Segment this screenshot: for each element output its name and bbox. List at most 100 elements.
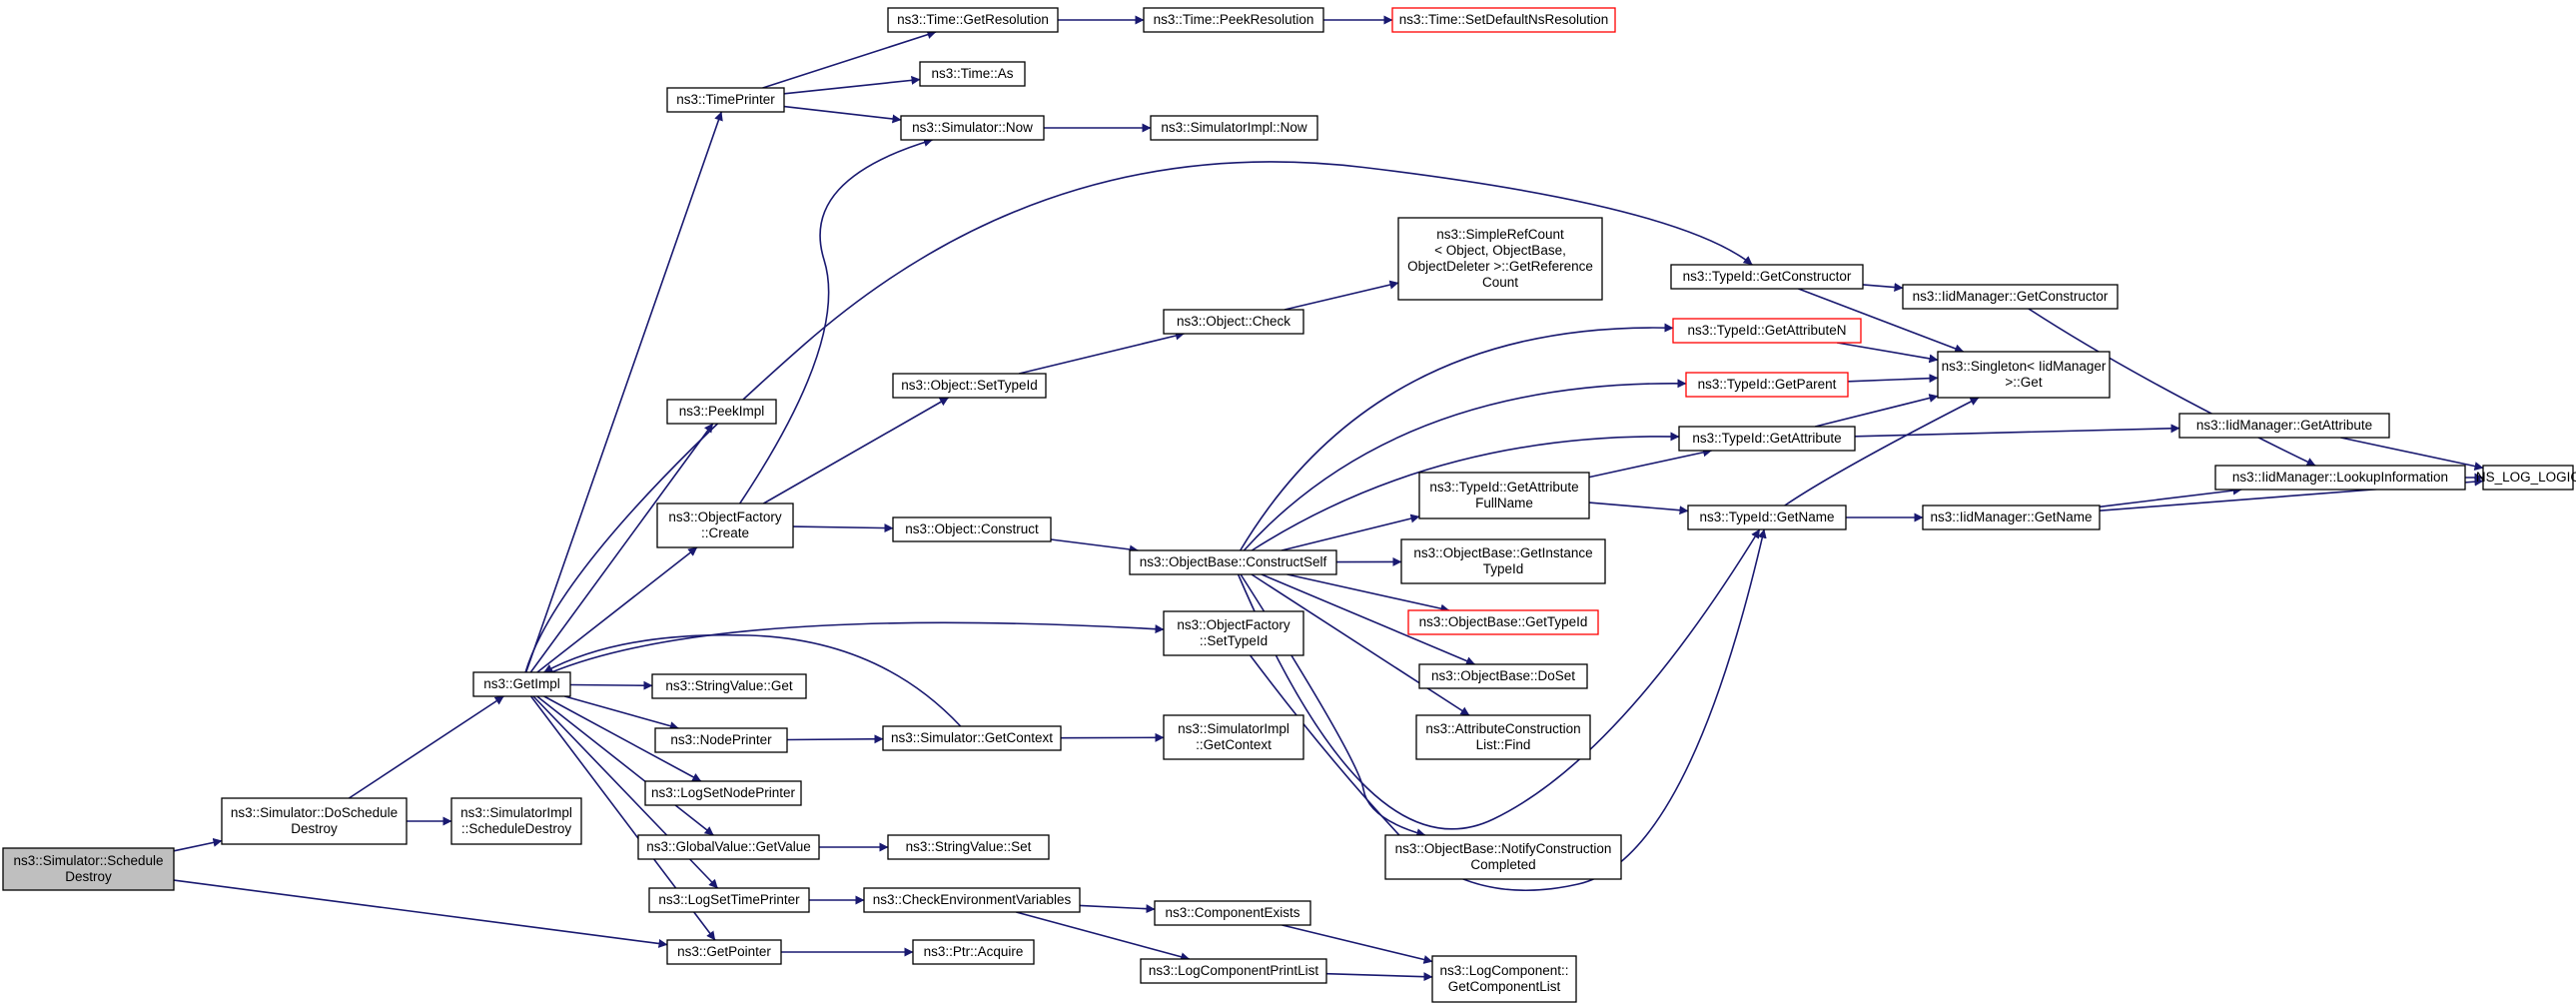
node-implsched[interactable]: ns3::SimulatorImpl::ScheduleDestroy (450, 797, 582, 845)
node-logsetnode[interactable]: ns3::LogSetNodePrinter (644, 780, 802, 806)
node-box (1431, 955, 1577, 1003)
node-box (1163, 309, 1304, 335)
node-box (666, 939, 782, 965)
node-label-line: ns3::LogComponent:: (1439, 963, 1568, 978)
node-label-line: FullName (1475, 496, 1533, 510)
node-tgetname[interactable]: ns3::TypeId::GetName (1687, 504, 1847, 530)
node-logprintlist[interactable]: ns3::LogComponentPrintList (1140, 958, 1327, 984)
node-timeas[interactable]: ns3::Time::As (919, 61, 1026, 87)
node-getcomplist[interactable]: ns3::LogComponent::GetComponentList (1431, 955, 1577, 1003)
edge-mgetconstructor-to-lookupinfo (2028, 308, 2316, 467)
node-mgetconstructor[interactable]: ns3::IidManager::GetConstructor (1902, 284, 2119, 310)
node-label-line: ns3::Object::Check (1177, 314, 1290, 329)
node-obdoset[interactable]: ns3::ObjectBase::DoSet (1418, 663, 1588, 689)
node-timeprinter[interactable]: ns3::TimePrinter (666, 87, 785, 113)
node-box (882, 725, 1062, 751)
node-label-line: ns3::ObjectFactory (1177, 617, 1290, 632)
node-label-line: ns3::ObjectBase::DoSet (1431, 668, 1575, 683)
node-simgetctx[interactable]: ns3::Simulator::GetContext (882, 725, 1062, 751)
node-nodeprinter[interactable]: ns3::NodePrinter (654, 727, 788, 753)
node-mgetattr[interactable]: ns3::IidManager::GetAttribute (2178, 413, 2390, 439)
node-implgetctx[interactable]: ns3::SimulatorImpl::GetContext (1163, 714, 1304, 760)
edge-objconstruct-to-constructself (1050, 538, 1139, 554)
node-getimpl[interactable]: ns3::GetImpl (472, 671, 571, 697)
node-label-line: ns3::TypeId::GetName (1699, 509, 1834, 524)
node-box (900, 115, 1045, 141)
node-box (2482, 465, 2574, 491)
node-logsettime[interactable]: ns3::LogSetTimePrinter (648, 887, 810, 913)
node-box (1670, 264, 1864, 290)
node-tgetconstructor[interactable]: ns3::TypeId::GetConstructor (1670, 264, 1864, 290)
node-simnow[interactable]: ns3::Simulator::Now (900, 115, 1045, 141)
node-implnow[interactable]: ns3::SimulatorImpl::Now (1150, 115, 1318, 141)
node-label-line: ns3::StringValue::Set (906, 839, 1032, 854)
node-objconstruct[interactable]: ns3::Object::Construct (892, 516, 1052, 542)
node-ofsettypeid[interactable]: ns3::ObjectFactory::SetTypeId (1163, 610, 1304, 656)
edge-tgetattrn-to-singleton (1836, 342, 1939, 364)
node-label-line: ns3::Time::SetDefaultNsResolution (1399, 12, 1609, 27)
node-compexists[interactable]: ns3::ComponentExists (1154, 900, 1311, 926)
node-label-line: ns3::IidManager::GetName (1930, 509, 2092, 524)
node-checkenv[interactable]: ns3::CheckEnvironmentVariables (863, 887, 1081, 913)
edge-getimpl-to-nodeprinter (564, 695, 679, 731)
node-label-line: ObjectDeleter >::GetReference (1407, 259, 1593, 274)
node-constructself[interactable]: ns3::ObjectBase::ConstructSelf (1129, 549, 1337, 575)
node-tgetattrn[interactable]: ns3::TypeId::GetAttributeN (1672, 318, 1862, 344)
node-singleton[interactable]: ns3::Singleton< IidManager>::Get (1937, 351, 2111, 399)
node-label-line: ns3::StringValue::Get (665, 678, 793, 693)
node-box (1154, 900, 1311, 926)
node-getres[interactable]: ns3::Time::GetResolution (887, 7, 1059, 33)
edge-constructself-to-tgetattrn (1240, 323, 1674, 551)
edge-getimpl-to-peekimpl (529, 423, 714, 673)
node-ofcreate[interactable]: ns3::ObjectFactory::Create (656, 503, 794, 548)
node-refcount[interactable]: ns3::SimpleRefCount< Object, ObjectBase,… (1397, 217, 1603, 301)
node-setdefres[interactable]: ns3::Time::SetDefaultNsResolution (1391, 7, 1616, 33)
node-gvgetvalue[interactable]: ns3::GlobalValue::GetValue (637, 834, 820, 860)
node-label-line: List::Find (1476, 737, 1531, 752)
node-objcheck[interactable]: ns3::Object::Check (1163, 309, 1304, 335)
node-root[interactable]: ns3::Simulator::ScheduleDestroy (2, 847, 175, 891)
node-box (654, 727, 788, 753)
node-label-line: NS_LOG_LOGIC (2476, 470, 2576, 485)
node-svget[interactable]: ns3::StringValue::Get (651, 673, 807, 699)
edge-checkenv-to-logprintlist (1016, 911, 1191, 962)
edge-checkenv-to-compexists (1079, 904, 1156, 914)
node-box (919, 61, 1026, 87)
edge-logprintlist-to-getcomplist (1325, 972, 1433, 982)
edge-constructself-to-tgetattr (1251, 432, 1680, 551)
node-peekimpl[interactable]: ns3::PeekImpl (666, 399, 777, 425)
edge-getimpl-to-svget (569, 680, 653, 690)
edge-getimpl-to-tgetconstructor (524, 161, 1753, 673)
node-obgettypeid[interactable]: ns3::ObjectBase::GetTypeId (1407, 609, 1599, 635)
node-mgetname[interactable]: ns3::IidManager::GetName (1922, 504, 2101, 530)
node-label-line: ns3::TypeId::GetAttribute (1429, 480, 1578, 495)
node-lookupinfo[interactable]: ns3::IidManager::LookupInformation (2214, 465, 2466, 491)
node-notifycons[interactable]: ns3::ObjectBase::NotifyConstructionCompl… (1384, 834, 1622, 880)
edge-root-to-getpointer (173, 879, 668, 948)
node-label-line: ns3::Simulator::Schedule (13, 853, 163, 868)
node-tgetattr[interactable]: ns3::TypeId::GetAttribute (1678, 426, 1856, 452)
node-label-line: ns3::SimulatorImpl (460, 805, 572, 820)
node-label-line: TypeId (1483, 561, 1524, 576)
node-setTypeId[interactable]: ns3::Object::SetTypeId (892, 373, 1047, 399)
node-box (2178, 413, 2390, 439)
node-box (2214, 465, 2466, 491)
node-nslog[interactable]: NS_LOG_LOGIC (2476, 465, 2576, 491)
node-label-line: ns3::Time::PeekResolution (1154, 12, 1314, 27)
node-box (637, 834, 820, 860)
node-peekres[interactable]: ns3::Time::PeekResolution (1143, 7, 1324, 33)
edge-timeprinter-to-simnow (783, 105, 902, 124)
node-tgetparent[interactable]: ns3::TypeId::GetParent (1685, 372, 1849, 398)
call-edges (173, 15, 2484, 982)
edge-getimpl-to-timeprinter (524, 111, 723, 673)
node-box (1384, 834, 1622, 880)
edge-tgetconstructor-to-mgetconstructor (1862, 283, 1904, 292)
node-box (1397, 217, 1603, 301)
node-svset[interactable]: ns3::StringValue::Set (887, 834, 1050, 860)
node-getpointer[interactable]: ns3::GetPointer (666, 939, 782, 965)
node-ptracquire[interactable]: ns3::Ptr::Acquire (912, 939, 1035, 965)
